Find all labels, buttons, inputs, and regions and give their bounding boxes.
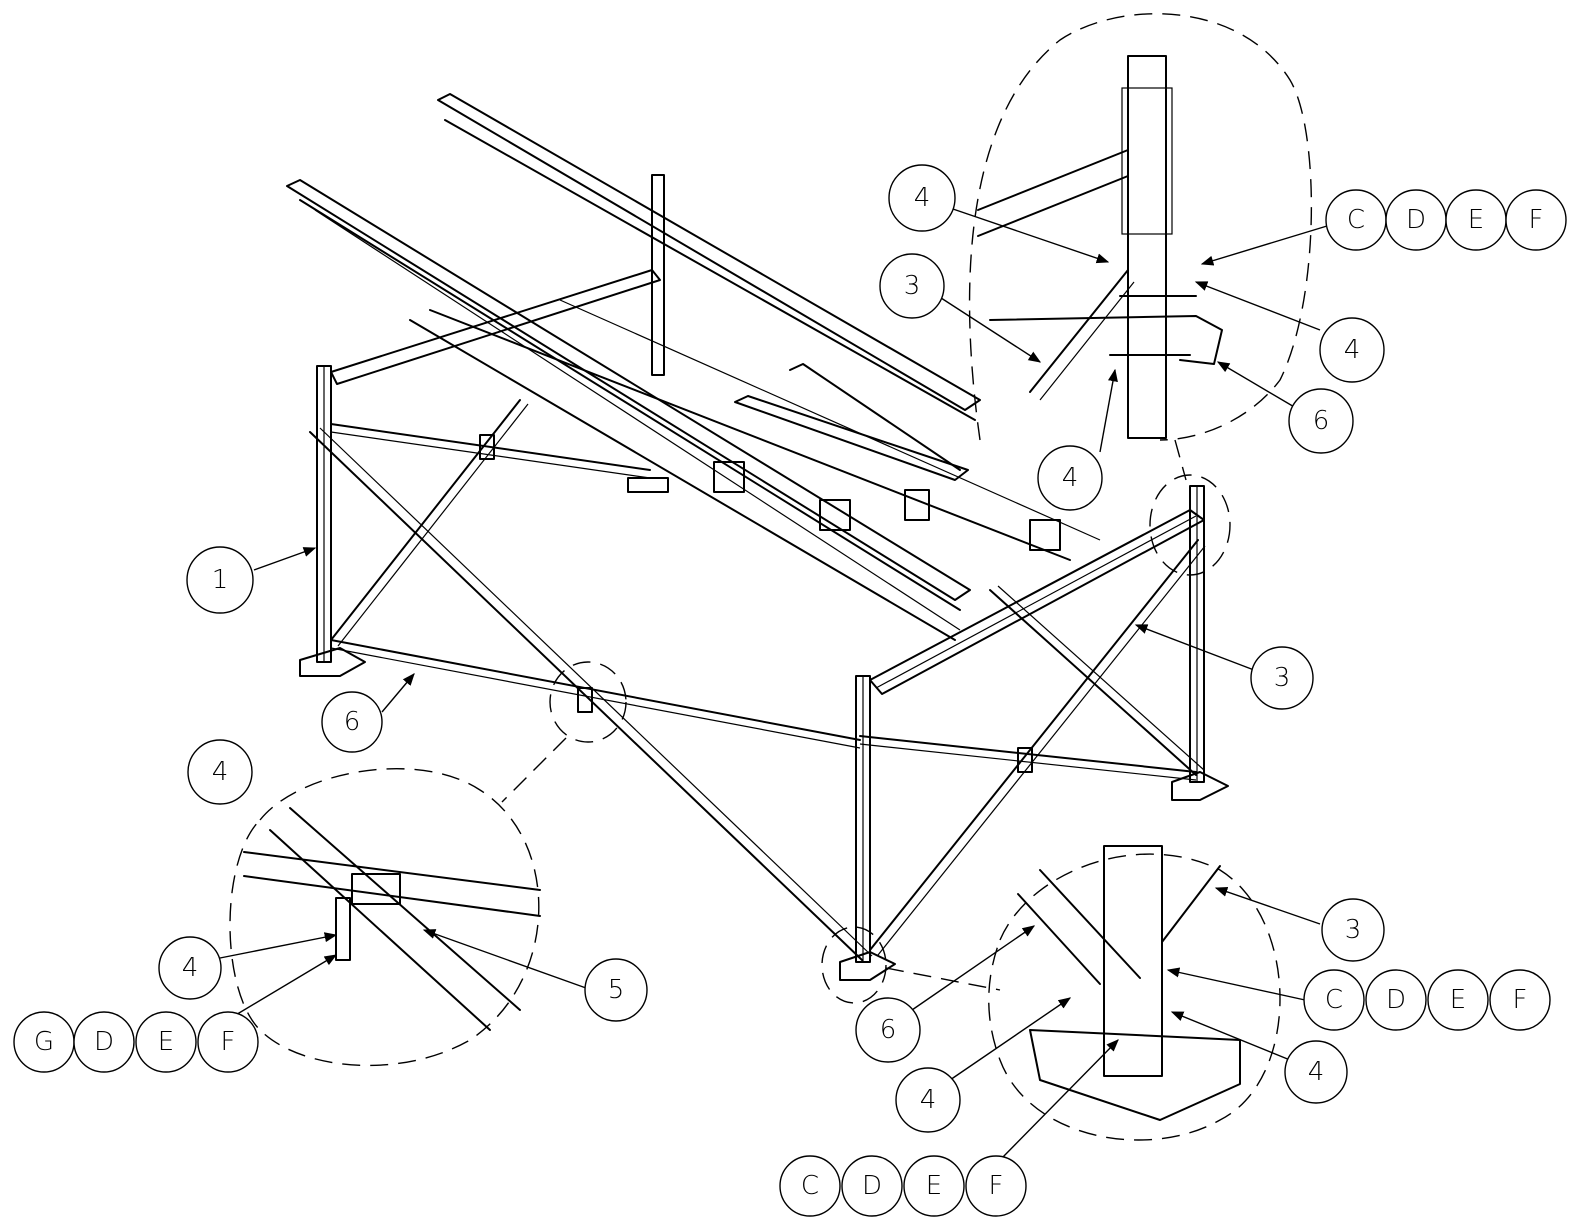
callout-1: 1 (186, 546, 254, 614)
svg-text:F: F (1513, 985, 1528, 1015)
svg-text:4: 4 (182, 953, 199, 983)
svg-text:6: 6 (344, 707, 361, 737)
cross-brace-right (869, 539, 1206, 956)
runner-beam-rear (437, 93, 981, 421)
callout-6: 6 (321, 691, 383, 753)
svg-text:4: 4 (920, 1085, 937, 1115)
inner-rails (409, 299, 1101, 641)
svg-text:5: 5 (608, 975, 625, 1005)
callout-right-6: 6 (855, 997, 921, 1063)
detail-bottom-left (229, 661, 627, 1067)
svg-text:4: 4 (914, 183, 931, 213)
callout-left-5: 5 (584, 958, 648, 1022)
svg-text:1: 1 (212, 565, 229, 595)
svg-text:4: 4 (1308, 1057, 1325, 1087)
leader-lines (219, 207, 1328, 1161)
svg-text:D: D (1386, 985, 1406, 1015)
frame-structure (286, 93, 1229, 981)
svg-text:E: E (158, 1027, 174, 1057)
svg-text:6: 6 (1313, 406, 1330, 436)
svg-text:C: C (801, 1171, 819, 1201)
svg-text:F: F (989, 1171, 1004, 1201)
horizontal-strut-top (330, 423, 651, 479)
detail-bottom-right (821, 845, 1281, 1141)
svg-text:4: 4 (212, 757, 229, 787)
callout-right-refs-b: C D E F (779, 1155, 1027, 1217)
callout-4: 4 (187, 739, 253, 805)
svg-text:F: F (221, 1027, 236, 1057)
svg-text:4: 4 (1062, 463, 1079, 493)
horizontal-strut-bottom (330, 639, 1197, 781)
svg-text:E: E (926, 1171, 942, 1201)
svg-text:D: D (862, 1171, 882, 1201)
bunk-brackets (479, 434, 1061, 773)
svg-text:3: 3 (904, 271, 921, 301)
svg-text:3: 3 (1345, 915, 1362, 945)
svg-text:C: C (1325, 985, 1343, 1015)
svg-text:3: 3 (1274, 663, 1291, 693)
callout-top-3: 3 (879, 253, 945, 319)
runner-beam-front (286, 179, 971, 631)
callout-left-refs: G D E F (13, 1011, 259, 1073)
front-left-post (299, 365, 366, 677)
svg-text:6: 6 (880, 1015, 897, 1045)
callout-right-refs-a: C D E F (1303, 969, 1551, 1031)
svg-text:E: E (1450, 985, 1466, 1015)
callout-top-4a: 4 (888, 164, 956, 232)
svg-text:G: G (34, 1027, 54, 1057)
callout-top-4c: 4 (1319, 317, 1385, 383)
callout-3: 3 (1250, 646, 1314, 710)
callout-top-4b: 4 (1037, 445, 1103, 511)
front-center-post (839, 675, 896, 981)
detail-top-right (968, 13, 1313, 576)
rear-post (651, 174, 665, 376)
cross-brace-left (309, 399, 873, 961)
top-cross-beam (869, 509, 1205, 695)
callout-top-refs: C D E F (1325, 189, 1567, 251)
svg-text:4: 4 (1344, 335, 1361, 365)
callout-top-6: 6 (1288, 388, 1354, 454)
callout-right-3: 3 (1321, 898, 1385, 962)
svg-text:F: F (1529, 205, 1544, 235)
svg-text:D: D (1406, 205, 1426, 235)
callout-right-4a: 4 (895, 1067, 961, 1133)
top-side-beam (330, 269, 661, 385)
svg-text:C: C (1347, 205, 1365, 235)
svg-text:D: D (94, 1027, 114, 1057)
callout-right-4b: 4 (1284, 1040, 1348, 1104)
callout-left-4: 4 (158, 936, 222, 1000)
svg-text:E: E (1468, 205, 1484, 235)
